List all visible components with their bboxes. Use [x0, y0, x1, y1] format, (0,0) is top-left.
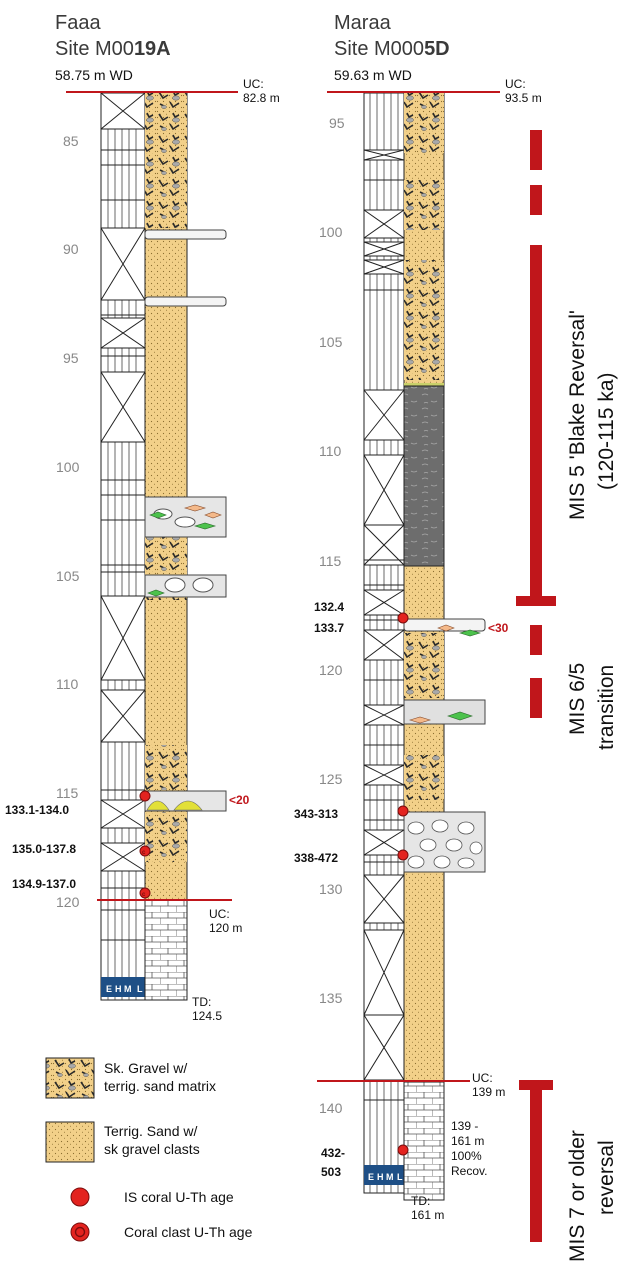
site2-age-label: 503: [321, 1165, 341, 1179]
mis65-label: MIS 6/5: [566, 663, 589, 735]
site1-name: Faaa: [55, 12, 101, 34]
legend-sand-line2: sk gravel clasts: [104, 1141, 200, 1157]
mis5-age-range: (120-115 ka): [595, 372, 618, 490]
site2-is-coral-marker: [398, 850, 408, 860]
site1-age-label: 135.0-137.8: [12, 842, 76, 856]
site2-age-label: 432-: [321, 1146, 345, 1160]
site2-age-label: 132.4: [314, 600, 344, 614]
site2-depth-tick: 110: [319, 443, 342, 459]
site2-depth-tick: 100: [319, 224, 343, 240]
site2-uc-bottom-line1: UC:: [472, 1071, 493, 1085]
site2-age-label: 338-472: [294, 851, 338, 865]
legend-gravel-swatch: [46, 1058, 94, 1098]
site1-scale-m: M: [124, 984, 132, 994]
site2-depth-tick: 95: [329, 115, 345, 131]
site2-depth-tick: 115: [319, 553, 342, 569]
site2-recovery-note: 139 -: [451, 1119, 478, 1133]
site1-is-coral-marker: [140, 791, 150, 801]
site1-depth-tick: 110: [56, 676, 79, 692]
site2-age-label: 343-313: [294, 807, 338, 821]
site2-recovery-note: 100%: [451, 1149, 482, 1163]
site1-uc-top-line2: 82.8 m: [243, 91, 280, 105]
legend-sand-line1: Terrig. Sand w/: [104, 1123, 197, 1139]
site2-recovery-note: Recov.: [451, 1164, 487, 1178]
site2-depth-axis: 95 100 105 110 115 120 125 130 135 140: [319, 115, 345, 1116]
site1-depth-tick: 115: [56, 785, 79, 801]
site1-td-line2: 124.5: [192, 1009, 222, 1023]
site1-depth-tick: 100: [56, 459, 80, 475]
site1-water-depth: 58.75 m WD: [55, 67, 133, 83]
site2-is-coral-marker: [398, 1145, 408, 1155]
site2-age-label: 133.7: [314, 621, 344, 635]
site1-td-line1: TD:: [192, 995, 211, 1009]
legend-gravel-line2: terrig. sand matrix: [104, 1078, 216, 1094]
site1-uc-bottom-line1: UC:: [209, 907, 230, 921]
legend: Sk. Gravel w/ terrig. sand matrix Terrig…: [46, 1058, 253, 1241]
site2-name: Maraa: [334, 12, 392, 34]
site1-depth-tick: 95: [63, 350, 79, 366]
interval-bars: [516, 130, 556, 1242]
site2-uc-bottom-line2: 139 m: [472, 1085, 505, 1099]
site1-scale-e: E: [106, 984, 112, 994]
site2-is-coral-marker: [398, 613, 408, 623]
site2-depth-tick: 120: [319, 662, 343, 678]
site1-depth-tick: 120: [56, 894, 80, 910]
site1-depth-tick: 105: [56, 568, 80, 584]
site2-scale-e: E: [368, 1172, 374, 1182]
site1-age-label: 133.1-134.0: [5, 803, 69, 817]
site2-scale-h: H: [377, 1172, 384, 1182]
site2-depth-tick: 135: [319, 990, 343, 1006]
site1-depth-tick: 85: [63, 133, 79, 149]
site1-uc-bottom-line2: 120 m: [209, 921, 242, 935]
site1-depth-axis: 85 90 95 100 105 110 115 120: [56, 133, 80, 910]
site2-is-coral-marker: [398, 806, 408, 816]
mis7-sublabel: reversal: [595, 1140, 618, 1215]
site1-column: E H M L: [101, 93, 226, 1000]
legend-is-coral-icon: [71, 1188, 89, 1206]
site2-td-line2: 161 m: [411, 1208, 444, 1222]
site2-depth-tick: 105: [319, 334, 343, 350]
mis7-label: MIS 7 or older: [566, 1130, 589, 1262]
legend-gravel-line1: Sk. Gravel w/: [104, 1060, 187, 1076]
site1-depth-tick: 90: [63, 241, 79, 257]
site1-age-label: 134.9-137.0: [12, 877, 76, 891]
site1-scale-l: L: [137, 984, 143, 994]
site1-uc-top-line1: UC:: [243, 77, 264, 91]
site2-scale-m: M: [386, 1172, 394, 1182]
site2-td-line1: TD:: [411, 1194, 430, 1208]
site2-scale-l: L: [397, 1172, 403, 1182]
site2-marker-label: <30: [488, 621, 509, 635]
site2-site-id: Site M0005D: [334, 38, 450, 60]
site2-column: E H M L: [364, 93, 485, 1200]
site2-recovery-note: 161 m: [451, 1134, 484, 1148]
site2-water-depth: 59.63 m WD: [334, 67, 412, 83]
legend-clast-coral-icon: [71, 1223, 89, 1241]
mis65-sublabel: transition: [595, 665, 618, 750]
legend-is-coral-label: IS coral U-Th age: [124, 1189, 234, 1205]
site2-depth-tick: 130: [319, 881, 343, 897]
site1-scale-h: H: [115, 984, 122, 994]
site1-site-id: Site M0019A: [55, 38, 171, 60]
legend-sand-swatch: [46, 1122, 94, 1162]
site2-depth-tick: 125: [319, 771, 343, 787]
site2-uc-top-line1: UC:: [505, 77, 526, 91]
mis5-label: MIS 5 'Blake Reversal': [566, 310, 589, 520]
site1-marker-label: <20: [229, 793, 250, 807]
site2-uc-top-line2: 93.5 m: [505, 91, 542, 105]
legend-clast-coral-label: Coral clast U-Th age: [124, 1224, 253, 1240]
site2-depth-tick: 140: [319, 1100, 343, 1116]
